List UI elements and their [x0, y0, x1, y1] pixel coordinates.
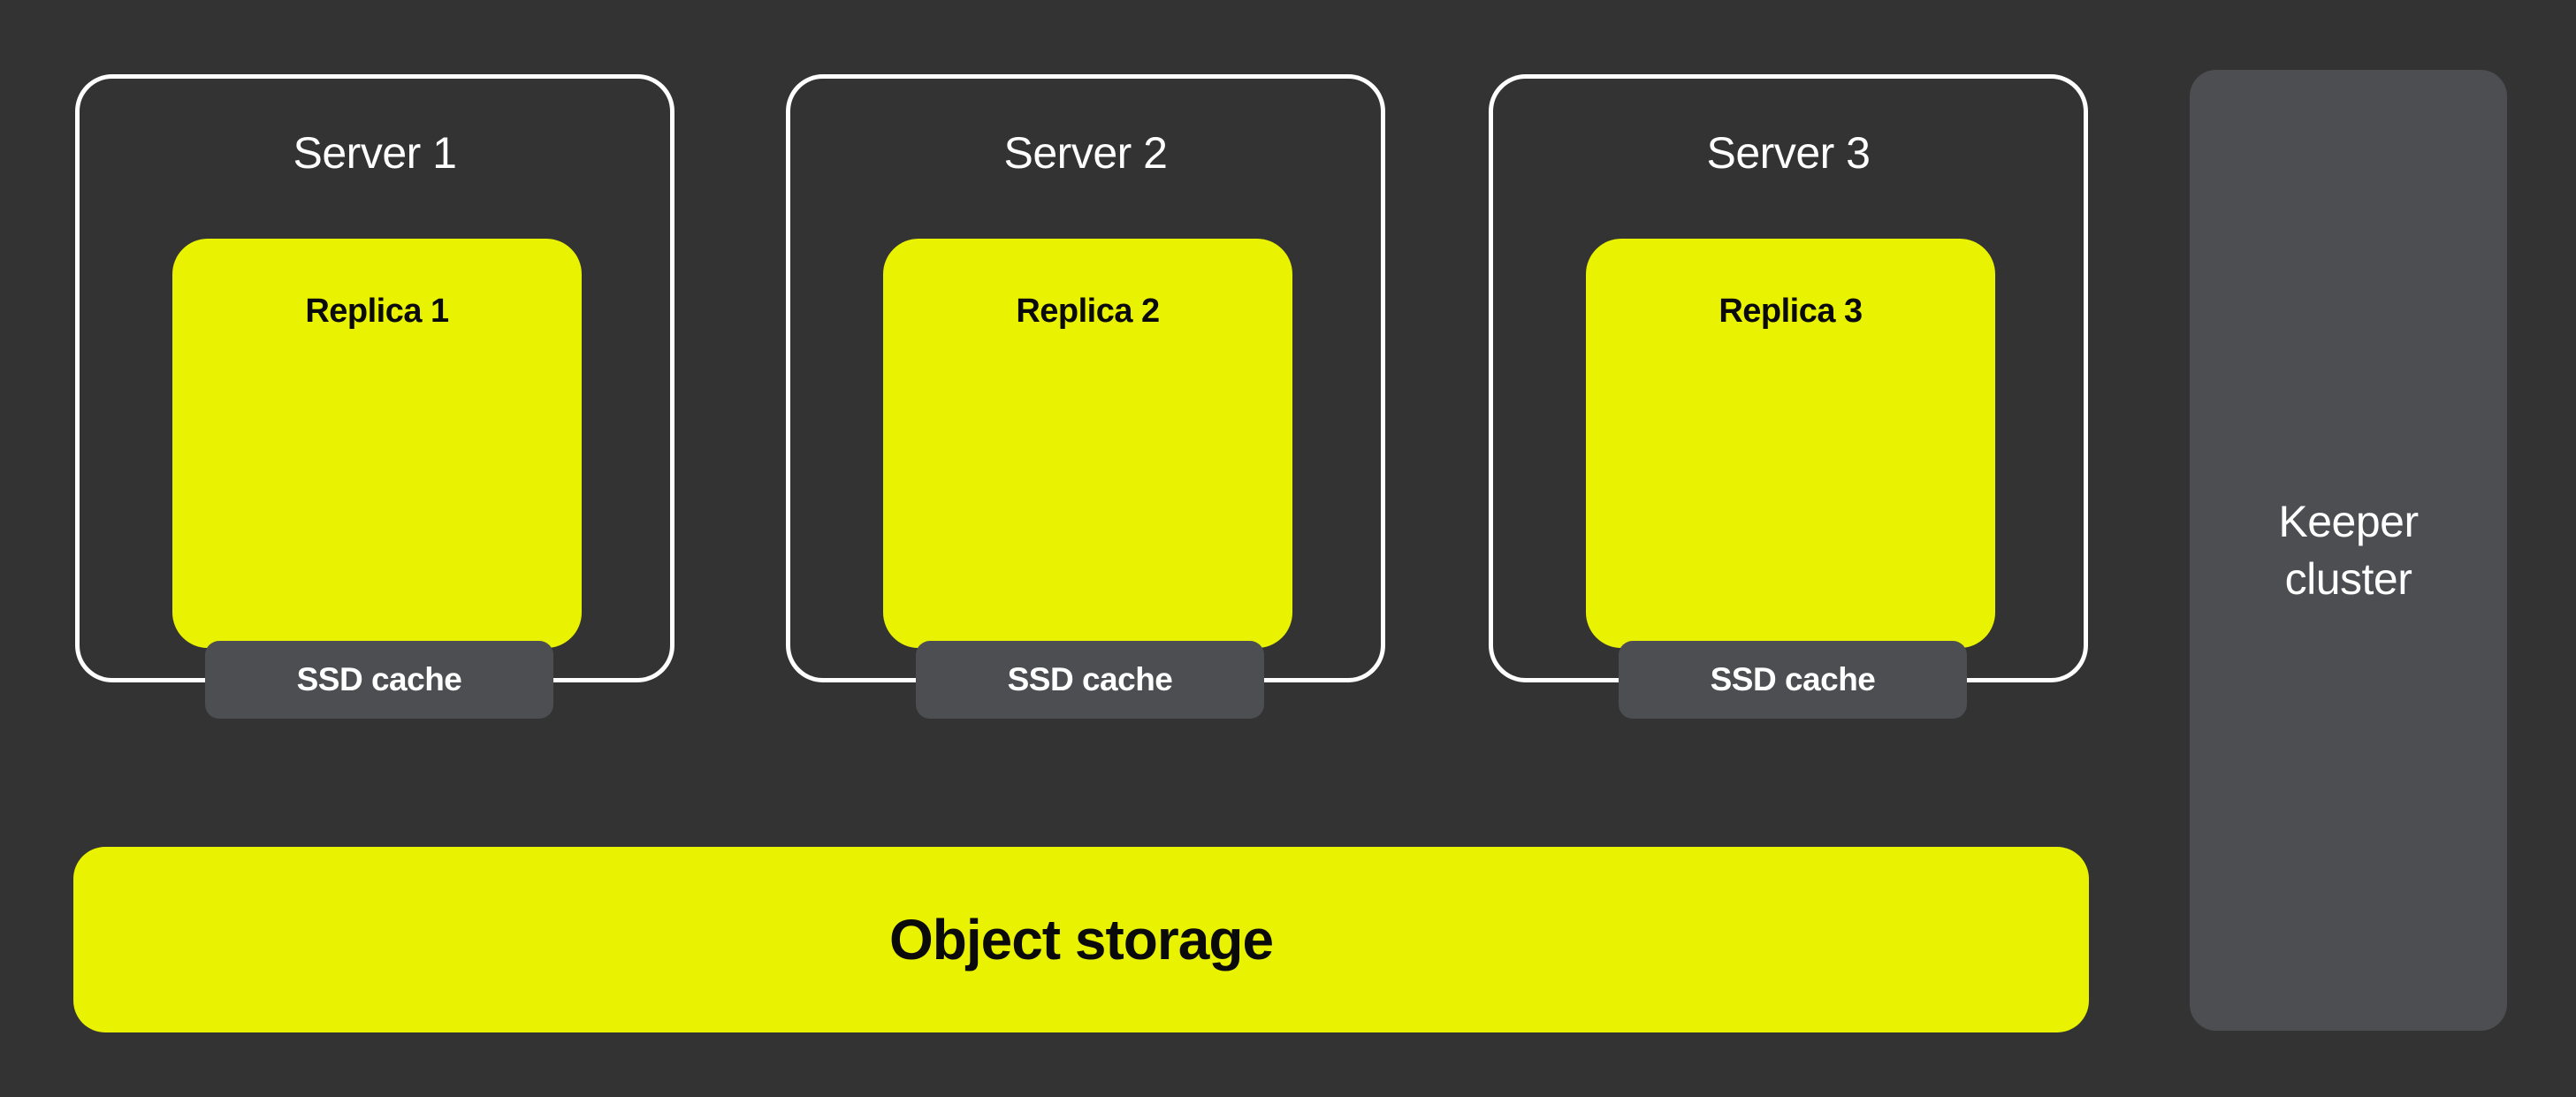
replica-3-box: Replica 3 [1586, 239, 1995, 648]
replica-1-box: Replica 1 [172, 239, 582, 648]
ssd-cache-1-label: SSD cache [296, 661, 462, 697]
server-3-box: Server 3 Replica 3 SSD cache [1489, 74, 2088, 719]
object-storage-box: Object storage [73, 847, 2089, 1032]
keeper-cluster-box: Keeper cluster [2190, 70, 2507, 1031]
server-1-label: Server 1 [293, 128, 457, 178]
keeper-cluster-label-line1: Keeper [2278, 496, 2419, 546]
replica-1-label: Replica 1 [305, 293, 449, 330]
server-2-label: Server 2 [1003, 128, 1168, 178]
ssd-cache-3-label: SSD cache [1710, 661, 1876, 697]
server-2-box: Server 2 Replica 2 SSD cache [786, 74, 1385, 719]
ssd-cache-3-box: SSD cache [1619, 641, 1967, 719]
object-storage-label: Object storage [888, 908, 1274, 971]
replica-2-label: Replica 2 [1016, 293, 1160, 330]
server-3-label: Server 3 [1706, 128, 1871, 178]
keeper-cluster-label-line2: cluster [2284, 553, 2412, 604]
server-1-box: Server 1 Replica 1 SSD cache [75, 74, 674, 719]
ssd-cache-1-box: SSD cache [205, 641, 553, 719]
ssd-cache-2-label: SSD cache [1007, 661, 1173, 697]
replica-2-box: Replica 2 [883, 239, 1292, 648]
ssd-cache-2-box: SSD cache [916, 641, 1264, 719]
replica-3-label: Replica 3 [1719, 293, 1863, 330]
